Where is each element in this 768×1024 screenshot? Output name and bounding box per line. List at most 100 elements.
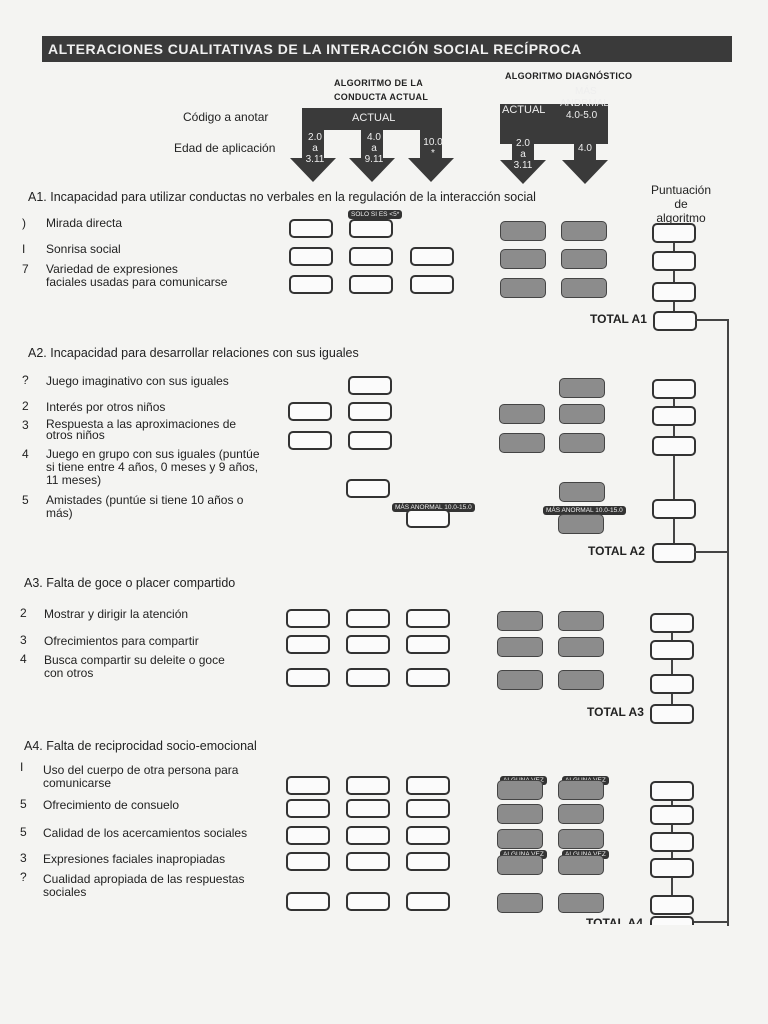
code-box[interactable] <box>346 635 390 654</box>
code-box[interactable] <box>348 402 392 421</box>
diag-box <box>497 893 543 913</box>
item-number: 5 <box>20 797 27 811</box>
total-connector <box>694 921 728 923</box>
score-box[interactable] <box>650 613 694 633</box>
code-box[interactable] <box>286 776 330 795</box>
code-box[interactable] <box>286 635 330 654</box>
score-box[interactable] <box>650 832 694 852</box>
code-box[interactable] <box>346 826 390 845</box>
score-box[interactable] <box>650 781 694 801</box>
item-number: 3 <box>20 851 27 865</box>
code-box[interactable] <box>288 402 332 421</box>
item-number: 5 <box>20 825 27 839</box>
code-box[interactable] <box>286 852 330 871</box>
algo-actual-title-2: CONDUCTA ACTUAL <box>334 92 429 102</box>
score-box[interactable] <box>650 805 694 825</box>
code-box[interactable] <box>349 219 393 238</box>
diag-box <box>558 780 604 800</box>
item-number: 7 <box>22 262 29 276</box>
code-box[interactable] <box>406 609 450 628</box>
code-box[interactable] <box>289 219 333 238</box>
code-box[interactable] <box>406 509 450 528</box>
code-box[interactable] <box>346 479 390 498</box>
condition-tag: ALGUNA VEZ <box>562 850 609 859</box>
diag-box <box>499 404 545 424</box>
code-box[interactable] <box>288 431 332 450</box>
code-box[interactable] <box>406 776 450 795</box>
actual-band-label: ACTUAL <box>352 112 396 124</box>
code-box[interactable] <box>286 668 330 687</box>
section-a4-title: A4. Falta de reciprocidad socio-emociona… <box>24 739 257 753</box>
score-box[interactable] <box>652 223 696 243</box>
item-label: Uso del cuerpo de otra persona para comu… <box>43 763 239 790</box>
item-number: 2 <box>22 399 29 413</box>
code-box[interactable] <box>406 892 450 911</box>
code-box[interactable] <box>410 247 454 266</box>
score-box[interactable] <box>652 379 696 399</box>
diag-box <box>558 855 604 875</box>
diag-box <box>559 482 605 502</box>
form-title: ALTERACIONES CUALITATIVAS DE LA INTERACC… <box>42 36 732 62</box>
code-box[interactable] <box>286 609 330 628</box>
code-box[interactable] <box>346 609 390 628</box>
condition-tag: SOLO SI ES <5* <box>348 210 403 219</box>
score-box[interactable] <box>652 499 696 519</box>
code-box[interactable] <box>349 275 393 294</box>
item-label: Expresiones faciales inapropiadas <box>43 852 226 866</box>
code-label: Código a anotar <box>183 110 269 124</box>
code-box[interactable] <box>286 826 330 845</box>
item-label: Interés por otros niños <box>46 400 166 414</box>
code-box[interactable] <box>410 275 454 294</box>
total-a1-box[interactable] <box>653 311 697 331</box>
score-box[interactable] <box>652 282 696 302</box>
code-box[interactable] <box>286 892 330 911</box>
code-box[interactable] <box>346 668 390 687</box>
diag-box <box>558 893 604 913</box>
page-bottom-blank <box>0 926 768 1024</box>
code-box[interactable] <box>406 799 450 818</box>
code-box[interactable] <box>406 852 450 871</box>
item-number: 2 <box>20 606 27 620</box>
item-label: Busca compartir su deleite o goce con ot… <box>44 653 225 680</box>
diag-box <box>561 278 607 298</box>
score-box[interactable] <box>650 674 694 694</box>
code-box[interactable] <box>346 892 390 911</box>
total-a2-box[interactable] <box>652 543 696 563</box>
code-box[interactable] <box>346 852 390 871</box>
code-box[interactable] <box>286 799 330 818</box>
item-label: Juego en grupo con sus iguales (puntúe s… <box>46 447 260 487</box>
code-box[interactable] <box>289 275 333 294</box>
total-a3-box[interactable] <box>650 704 694 724</box>
score-box[interactable] <box>650 640 694 660</box>
score-box[interactable] <box>652 406 696 426</box>
connector <box>671 694 673 704</box>
section-a3-title: A3. Falta de goce o placer compartido <box>24 576 236 590</box>
code-box[interactable] <box>406 826 450 845</box>
code-box[interactable] <box>406 668 450 687</box>
score-box[interactable] <box>650 895 694 915</box>
item-number: 3 <box>22 418 29 432</box>
code-box[interactable] <box>406 635 450 654</box>
score-box[interactable] <box>652 436 696 456</box>
item-label: Sonrisa social <box>46 242 121 256</box>
code-box[interactable] <box>289 247 333 266</box>
total-a4-box[interactable] <box>650 916 694 925</box>
diag-box <box>559 404 605 424</box>
score-box[interactable] <box>650 858 694 878</box>
code-box[interactable] <box>346 776 390 795</box>
connector <box>671 878 673 895</box>
score-box[interactable] <box>652 251 696 271</box>
diag-box <box>558 670 604 690</box>
diag-box <box>561 221 607 241</box>
connector <box>673 519 675 543</box>
code-box[interactable] <box>348 376 392 395</box>
code-box[interactable] <box>346 799 390 818</box>
code-box[interactable] <box>348 431 392 450</box>
diag-box <box>558 514 604 534</box>
item-number: ? <box>20 870 27 884</box>
item-label: Respuesta a las aproximaciones de otros … <box>46 417 237 442</box>
code-box[interactable] <box>349 247 393 266</box>
